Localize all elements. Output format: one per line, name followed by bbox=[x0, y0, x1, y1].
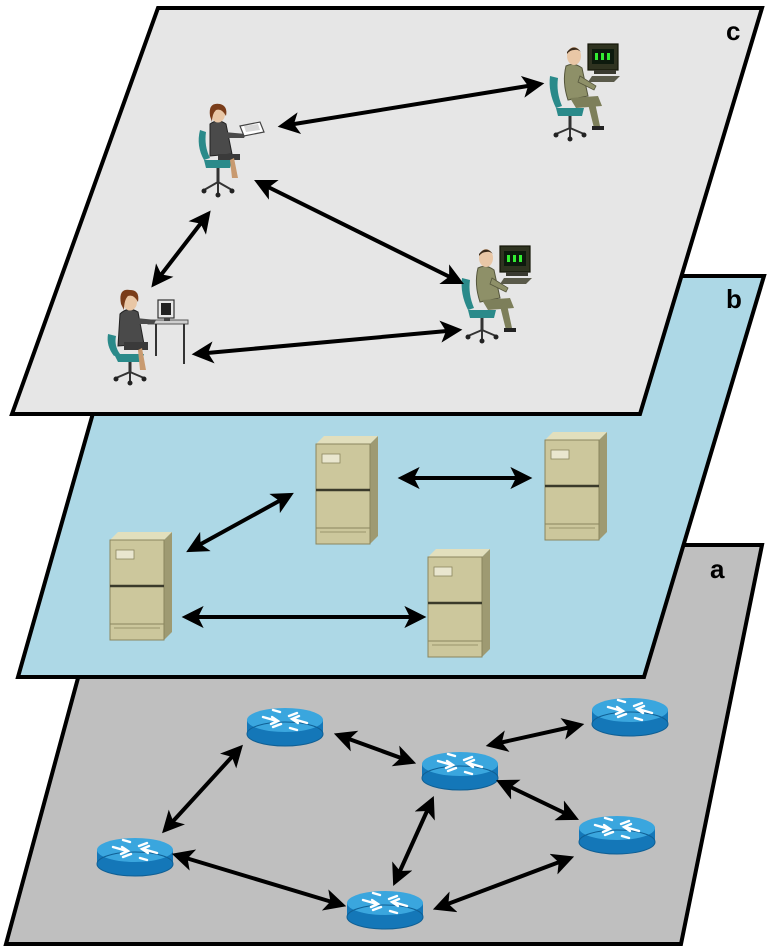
layer-b-label: b bbox=[726, 284, 742, 314]
server-icon bbox=[426, 547, 492, 659]
router-icon bbox=[420, 750, 500, 792]
router-icon bbox=[345, 889, 425, 931]
link-arrow bbox=[162, 744, 243, 834]
link-arrow bbox=[392, 795, 435, 887]
link-arrow bbox=[496, 779, 579, 821]
link-arrow bbox=[485, 718, 585, 752]
link-arrow bbox=[171, 849, 347, 911]
layer-c: c bbox=[9, 6, 765, 416]
server-icon bbox=[314, 434, 380, 546]
layer-c-plane bbox=[9, 6, 765, 416]
link-arrow bbox=[151, 210, 211, 288]
router-icon bbox=[95, 836, 175, 878]
router-icon bbox=[245, 706, 325, 748]
link-arrow bbox=[191, 320, 463, 364]
link-arrow bbox=[254, 179, 464, 285]
link-arrow bbox=[277, 75, 545, 135]
link-arrow bbox=[432, 853, 575, 913]
router-icon bbox=[590, 696, 670, 738]
link-arrow bbox=[333, 730, 417, 767]
server-icon bbox=[108, 530, 174, 642]
link-arrow bbox=[186, 492, 294, 553]
layer-c-label: c bbox=[726, 16, 740, 46]
layer-a-label: a bbox=[710, 554, 725, 584]
router-icon bbox=[577, 814, 657, 856]
server-icon bbox=[543, 430, 609, 542]
